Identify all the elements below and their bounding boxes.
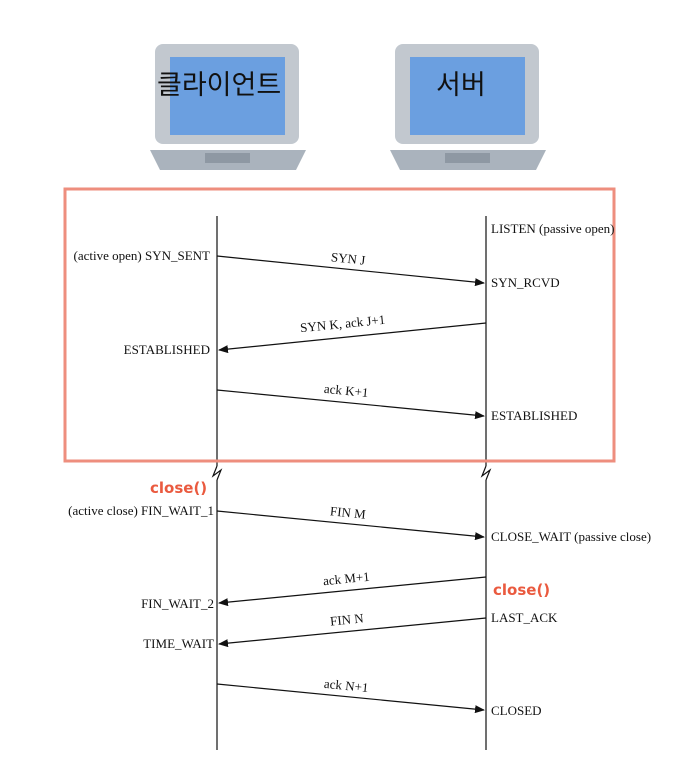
- state-server-established: ESTABLISHED: [491, 408, 578, 423]
- msg-fin-n: FIN N: [329, 610, 365, 629]
- server-lifeline: [480, 216, 492, 750]
- state-time-wait: TIME_WAIT: [143, 636, 214, 651]
- arrow-ack-k: [216, 389, 485, 420]
- client-laptop-icon: [150, 44, 306, 170]
- msg-syn-j: SYN J: [330, 249, 366, 268]
- arrow-ack-m: [218, 576, 487, 607]
- state-close-wait: CLOSE_WAIT (passive close): [491, 529, 652, 544]
- arrow-fin-n: [218, 617, 487, 648]
- arrow-syn-j: [216, 255, 485, 287]
- arrow-syn-k-ack: [218, 322, 487, 354]
- state-fin-wait-1: (active close) FIN_WAIT_1: [68, 503, 214, 518]
- state-client-established: ESTABLISHED: [123, 342, 210, 357]
- client-label: 클라이언트: [157, 70, 282, 101]
- arrow-ack-n: [216, 683, 485, 714]
- server-laptop-icon: [390, 44, 546, 170]
- state-syn-rcvd: SYN_RCVD: [491, 275, 560, 290]
- arrow-fin-m: [216, 510, 485, 541]
- msg-fin-m: FIN M: [329, 503, 367, 522]
- server-close-call: close(): [493, 581, 551, 599]
- state-closed: CLOSED: [491, 703, 542, 718]
- client-lifeline: [211, 216, 223, 750]
- state-syn-sent: (active open) SYN_SENT: [73, 248, 210, 263]
- server-label: 서버: [436, 70, 486, 101]
- state-listen: LISTEN (passive open): [491, 221, 615, 236]
- state-last-ack: LAST_ACK: [491, 610, 558, 625]
- msg-ack-k: ack K+1: [323, 380, 370, 401]
- client-close-call: close(): [150, 479, 208, 497]
- handshake-highlight-box: [63, 187, 616, 463]
- msg-ack-n: ack N+1: [323, 675, 370, 696]
- state-fin-wait-2: FIN_WAIT_2: [141, 596, 214, 611]
